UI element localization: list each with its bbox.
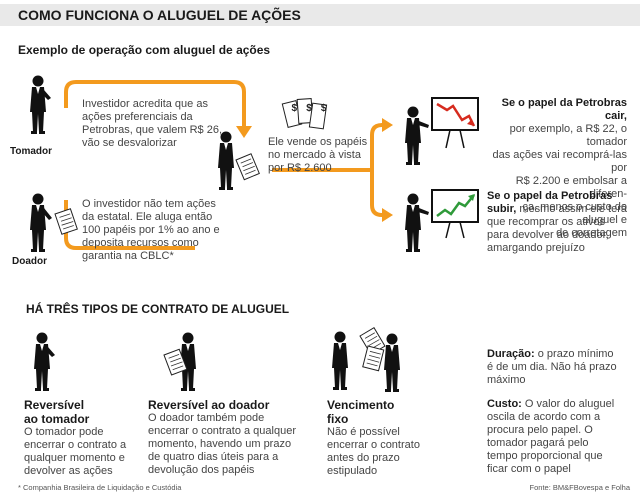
- footnote: * Companhia Brasileira de Liquidação e C…: [18, 483, 182, 492]
- arrow-heads: [236, 118, 393, 222]
- role-doador: Doador: [12, 256, 47, 267]
- cost-info: Custo: O valor do aluguel oscila de acor…: [487, 398, 615, 475]
- page-title: COMO FUNCIONA O ALUGUEL DE AÇÕES: [0, 4, 640, 26]
- duration-info: Duração: o prazo mínimo é de um dia. Não…: [487, 348, 617, 386]
- tomador-figure: [30, 75, 51, 134]
- source: Fonte: BM&FBovespa e Folha: [529, 483, 630, 492]
- chart-rising-icon: [431, 189, 479, 239]
- types-heading: HÁ TRÊS TIPOS DE CONTRATO DE ALUGUEL: [26, 302, 290, 316]
- investor-middle-figure: [218, 131, 261, 190]
- money-icon: [281, 98, 328, 130]
- chart-falling-icon: [431, 97, 479, 149]
- rise-scenario-text: Se o papel da Petrobras subir, mesmo ass…: [487, 190, 627, 254]
- example-heading: Exemplo de operação com aluguel de ações: [18, 43, 271, 57]
- investor-rise-figure: [405, 193, 429, 252]
- doador-figure: [30, 193, 79, 252]
- bill-symbol: $: [306, 103, 312, 114]
- bill-symbol: $: [291, 103, 298, 114]
- money-symbols: $ $ $: [287, 103, 331, 114]
- investor-fall-figure: [405, 106, 429, 165]
- contract-reversivel-tomador-figure: [34, 332, 55, 391]
- bill-symbol: $: [320, 103, 327, 114]
- contract-reversivel-doador: Reversível ao doador O doador também pod…: [148, 398, 296, 476]
- flow-arrows: [64, 80, 386, 250]
- contract-vencimento-fixo-figure: [332, 325, 400, 392]
- fall-scenario-text: Se o papel da Petrobras cair, por exempl…: [492, 97, 627, 239]
- role-tomador: Tomador: [10, 146, 53, 157]
- contract-reversivel-doador-figure: [162, 332, 196, 391]
